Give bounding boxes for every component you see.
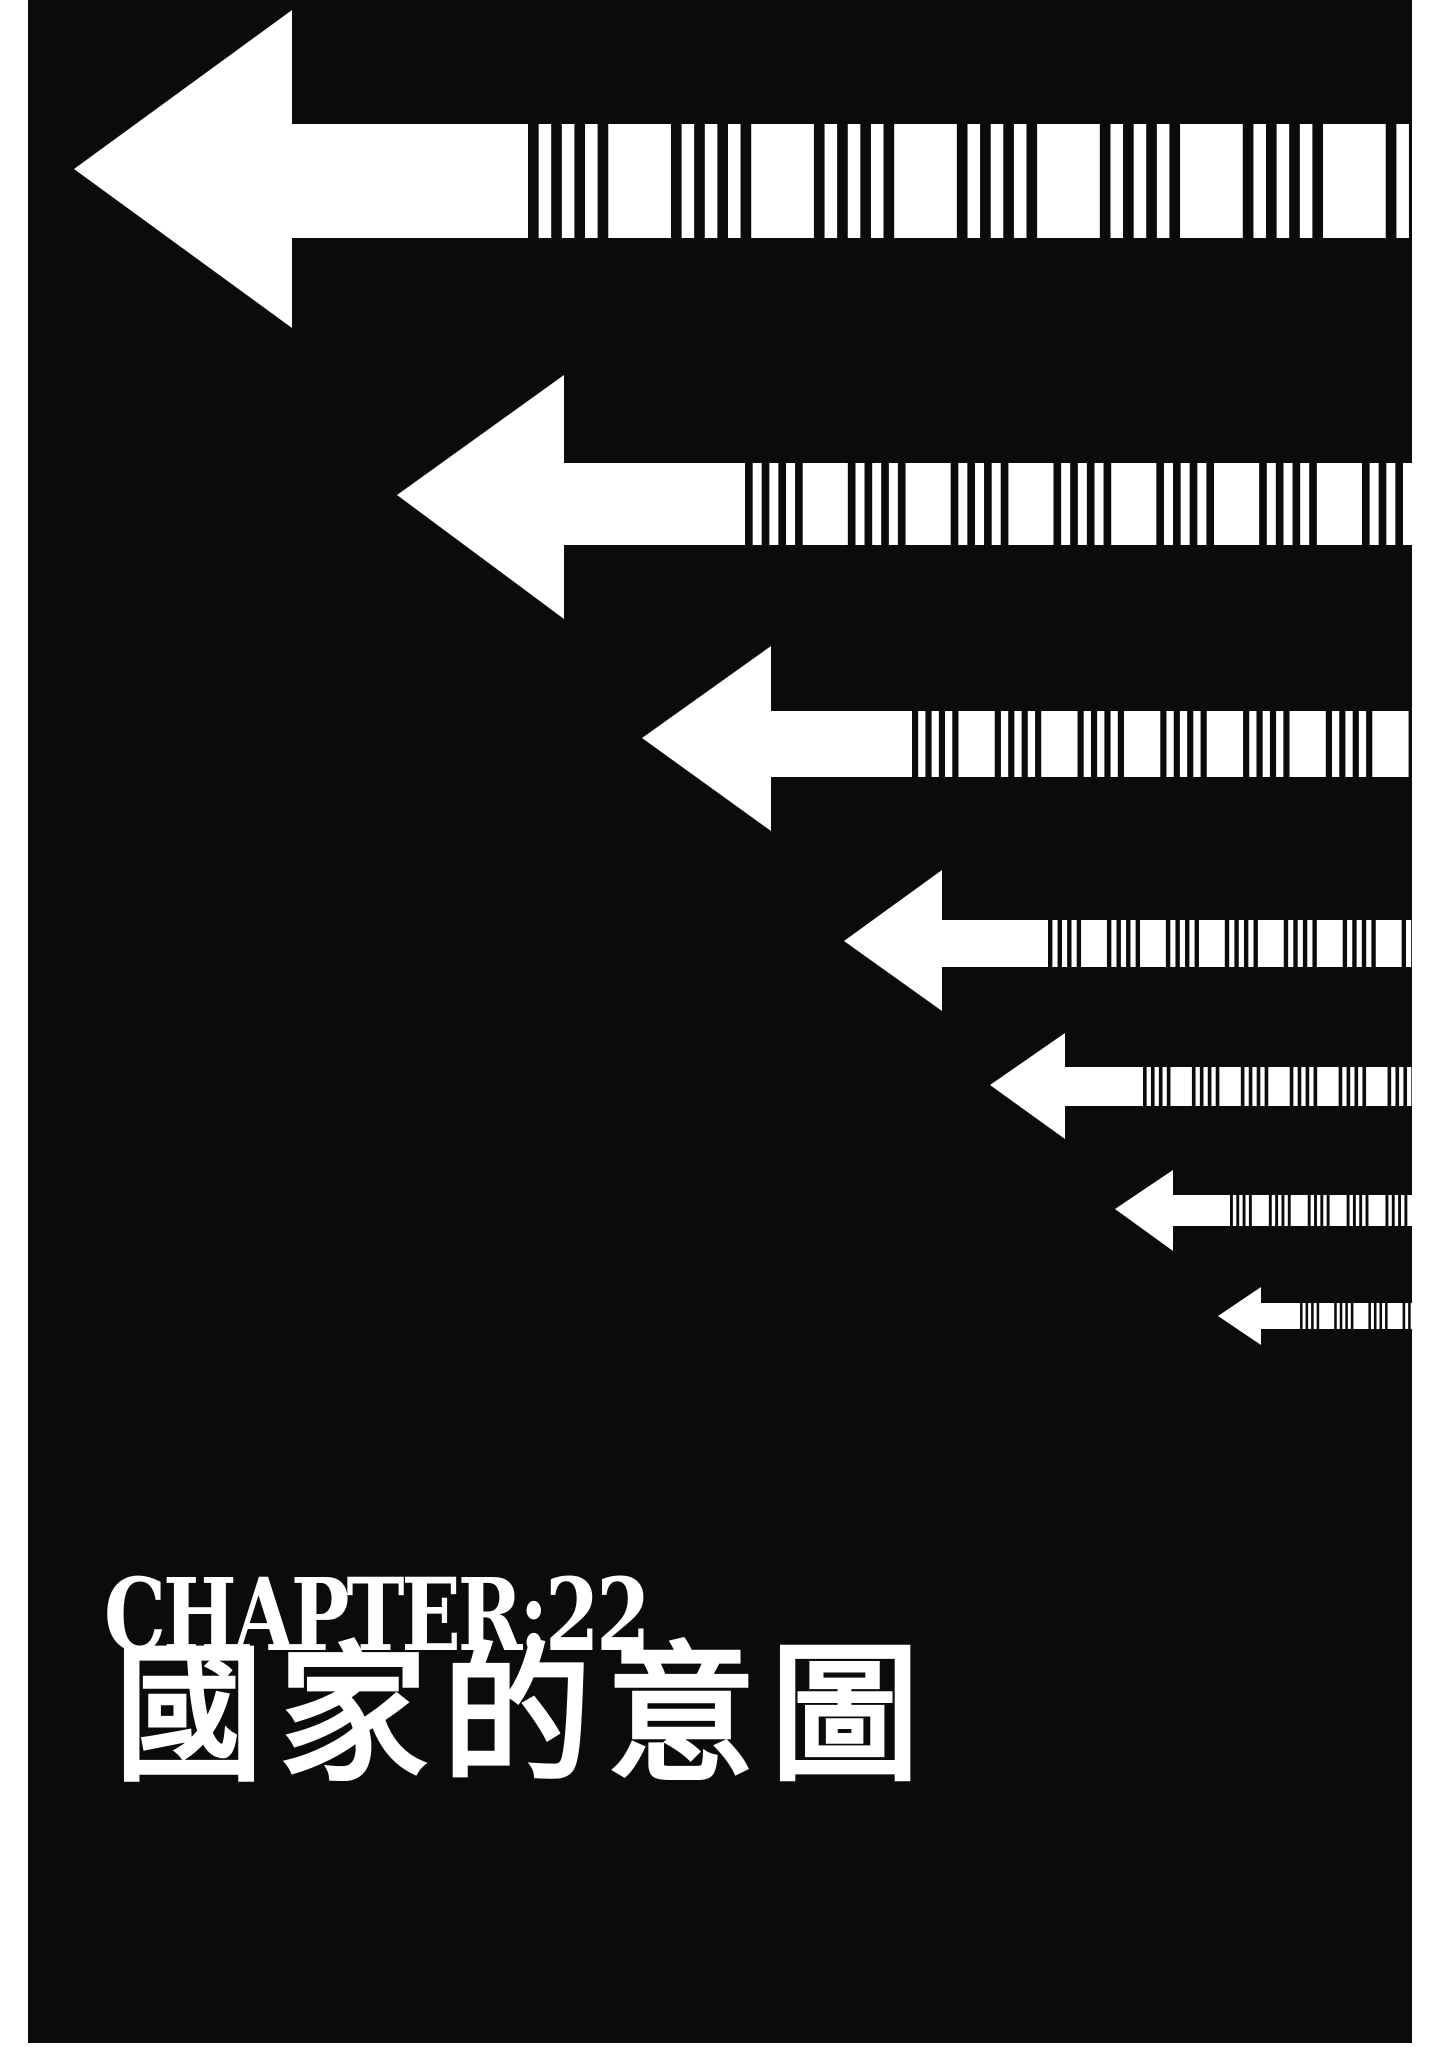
arrow-3-icon xyxy=(642,646,1409,831)
arrow-1-icon xyxy=(74,10,1409,328)
chapter-cover-panel xyxy=(28,0,1412,2043)
arrow-2-icon xyxy=(397,375,1412,619)
arrow-6-icon xyxy=(1115,1170,1412,1251)
arrow-5-icon xyxy=(990,1033,1412,1139)
arrow-4-icon xyxy=(844,870,1412,1011)
chapter-title: 國家的意圖 xyxy=(114,1629,935,1803)
chapter-label: CHAPTER:22 xyxy=(104,1556,651,1674)
arrow-7-icon xyxy=(1218,1287,1412,1345)
